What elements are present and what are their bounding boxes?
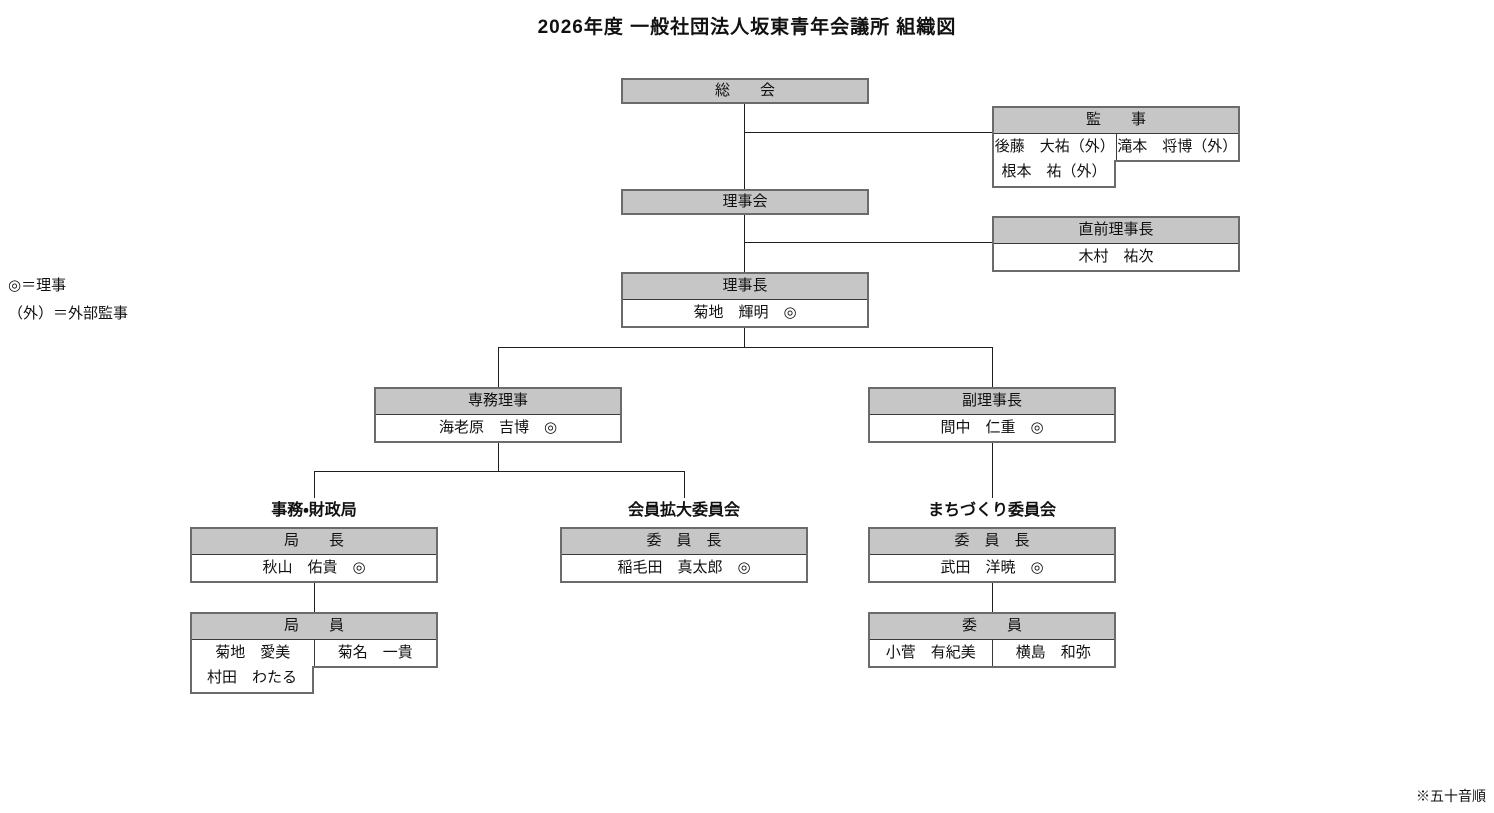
connector-branch-vicechairman — [992, 347, 993, 387]
vice-chairman-name: 間中 仁重 ◎ — [870, 415, 1114, 441]
committee-members-header: 委 員 — [870, 614, 1114, 640]
connector-branch-execdirector — [498, 347, 499, 387]
connector-chairman-stub — [744, 326, 745, 347]
bureau-member-name: 菊名 一貴 — [313, 640, 437, 666]
community-committee-chair-header: 委 員 長 — [870, 529, 1114, 555]
auditor-name: 滝本 将博（外） — [1115, 134, 1239, 160]
footnote-syllabary-order: ※五十音順 — [1416, 790, 1486, 805]
immediate-past-chairman-name: 木村 祐次 — [994, 244, 1238, 270]
board-of-directors-label: 理事会 — [623, 191, 867, 213]
bureau-members-row-1: 菊地 愛美 菊名 一貴 — [192, 640, 436, 666]
committee-member-name: 横島 和弥 — [991, 640, 1115, 666]
connector-chairman-branch — [498, 347, 993, 348]
page-title: 2026年度 一般社団法人坂東青年会議所 組織図 — [537, 17, 957, 38]
bureau-chief-name: 秋山 佑貴 ◎ — [192, 555, 436, 581]
chairman-header: 理事長 — [623, 274, 867, 300]
node-bureau-chief: 局 長 秋山 佑貴 ◎ — [190, 527, 438, 583]
vice-chairman-header: 副理事長 — [870, 389, 1114, 415]
connector-board-pastchairman — [744, 242, 992, 243]
connector-assembly-auditors — [744, 132, 992, 133]
node-expansion-committee-chair: 委 員 長 稲毛田 真太郎 ◎ — [560, 527, 808, 583]
node-community-committee-chair: 委 員 長 武田 洋暁 ◎ — [868, 527, 1116, 583]
group-label-community-development-committee: まちづくり委員会 — [927, 502, 1056, 519]
node-board-of-directors: 理事会 — [621, 189, 869, 215]
community-committee-chair-name: 武田 洋暁 ◎ — [870, 555, 1114, 581]
auditors-header: 監 事 — [994, 108, 1238, 134]
bureau-members-header: 局 員 — [192, 614, 436, 640]
connector-committeechair-members — [992, 583, 993, 612]
connector-assembly-board — [744, 104, 745, 190]
general-assembly-label: 総 会 — [623, 80, 867, 102]
committee-members-row-1: 小菅 有紀美 横島 和弥 — [870, 640, 1114, 666]
auditors-row-1: 後藤 大祐（外） 滝本 将博（外） — [994, 134, 1238, 160]
expansion-committee-chair-header: 委 員 長 — [562, 529, 806, 555]
legend-external-auditor: （外）＝外部監事 — [8, 306, 129, 322]
executive-director-header: 専務理事 — [376, 389, 620, 415]
immediate-past-chairman-header: 直前理事長 — [994, 218, 1238, 244]
executive-director-name: 海老原 吉博 ◎ — [376, 415, 620, 441]
connector-vicechairman-community — [992, 443, 993, 498]
committee-member-name: 小菅 有紀美 — [885, 645, 976, 661]
node-bureau-members: 局 員 菊地 愛美 菊名 一貴 — [190, 612, 438, 668]
connector-execdirector-branch — [314, 471, 685, 472]
node-committee-members: 委 員 小菅 有紀美 横島 和弥 — [868, 612, 1116, 668]
legend-director: ◎＝理事 — [8, 278, 67, 294]
chairman-name: 菊地 輝明 ◎ — [623, 300, 867, 326]
node-vice-chairman: 副理事長 間中 仁重 ◎ — [868, 387, 1116, 443]
node-immediate-past-chairman: 直前理事長 木村 祐次 — [992, 216, 1240, 272]
group-label-membership-expansion-committee: 会員拡大委員会 — [627, 502, 740, 519]
auditor-name: 後藤 大祐（外） — [994, 139, 1115, 155]
connector-bureauchief-members — [314, 583, 315, 612]
bureau-chief-header: 局 長 — [192, 529, 436, 555]
bureau-member-name: 村田 わたる — [190, 666, 314, 694]
node-general-assembly: 総 会 — [621, 78, 869, 104]
connector-board-chairman — [744, 214, 745, 272]
bureau-member-name: 菊地 愛美 — [215, 645, 291, 661]
connector-execdirector-stub — [498, 443, 499, 471]
expansion-committee-chair-name: 稲毛田 真太郎 ◎ — [562, 555, 806, 581]
node-auditors: 監 事 後藤 大祐（外） 滝本 将博（外） — [992, 106, 1240, 162]
node-executive-director: 専務理事 海老原 吉博 ◎ — [374, 387, 622, 443]
connector-branch-expansion — [684, 471, 685, 498]
group-label-admin-finance-bureau: 事務・財政局 — [271, 502, 357, 519]
connector-branch-bureau — [314, 471, 315, 498]
auditor-name: 根本 祐（外） — [992, 160, 1116, 188]
node-chairman: 理事長 菊地 輝明 ◎ — [621, 272, 869, 328]
